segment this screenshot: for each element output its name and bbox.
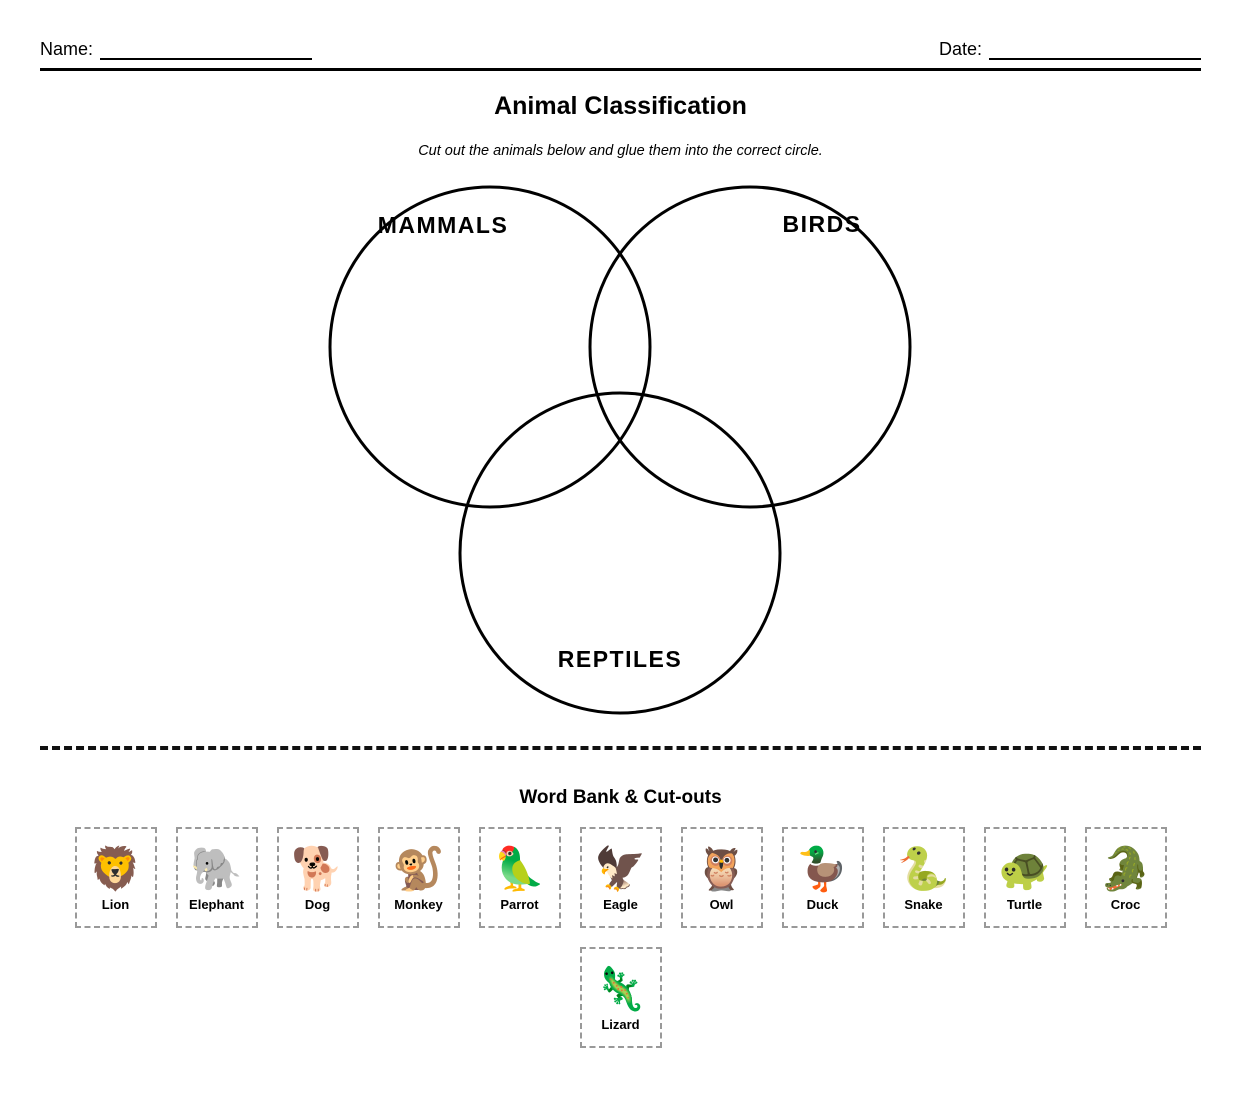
page-title: Animal Classification	[494, 92, 747, 120]
animal-label: Owl	[709, 897, 734, 913]
cutout-card: 🦎 Lizard	[579, 946, 662, 1048]
cut-line	[40, 745, 1201, 750]
animal-label: Elephant	[189, 897, 244, 913]
snake-emoji-icon: 🐍	[897, 844, 950, 894]
name-field: Name:	[40, 38, 313, 60]
name-blank-line	[100, 38, 313, 60]
cutout-card: 🦁 Lion	[74, 826, 157, 928]
lizard-emoji-icon: 🦎	[594, 964, 647, 1014]
animal-label: Croc	[1110, 897, 1141, 913]
animal-label: Eagle	[603, 897, 638, 913]
reptiles-circle-label: REPTILES	[558, 646, 682, 672]
cutout-card: 🐘 Elephant	[175, 826, 258, 928]
cutout-card: 🦜 Parrot	[478, 826, 561, 928]
cutout-card: 🦆 Duck	[781, 826, 864, 928]
dog-emoji-icon: 🐕	[291, 844, 344, 894]
owl-emoji-icon: 🦉	[695, 844, 748, 894]
reptiles-circle	[458, 391, 782, 715]
date-field: Date:	[939, 38, 1201, 60]
date-label: Date:	[938, 39, 982, 59]
duck-emoji-icon: 🦆	[796, 844, 849, 894]
animal-label: Dog	[304, 897, 331, 913]
cutout-card: 🐍 Snake	[882, 826, 965, 928]
instructions-text: Cut out the animals below and glue them …	[418, 143, 823, 159]
animal-label: Snake	[904, 897, 943, 913]
cutout-card: 🦉 Owl	[680, 826, 763, 928]
animal-label: Monkey	[394, 897, 443, 913]
eagle-emoji-icon: 🦅	[594, 844, 647, 894]
header-divider	[40, 68, 1201, 71]
turtle-emoji-icon: 🐢	[998, 844, 1051, 894]
mammals-circle	[328, 185, 652, 509]
cutout-card: 🦅 Eagle	[579, 826, 662, 928]
cutout-card: 🐊 Croc	[1084, 826, 1167, 928]
animal-label: Duck	[806, 897, 839, 913]
venn-diagram: MAMMALS BIRDS REPTILES	[328, 185, 912, 715]
parrot-emoji-icon: 🦜	[493, 844, 546, 894]
birds-circle	[588, 185, 912, 509]
animal-label: Lizard	[601, 1017, 640, 1033]
name-label: Name:	[40, 39, 94, 59]
word-bank-heading: Word Bank & Cut-outs	[519, 786, 722, 808]
animal-label: Turtle	[1006, 897, 1043, 913]
cutout-card: 🐢 Turtle	[983, 826, 1066, 928]
header: Name: Date:	[40, 0, 1201, 60]
date-blank-line	[989, 38, 1201, 60]
lion-emoji-icon: 🦁	[89, 844, 142, 894]
mammals-circle-label: MAMMALS	[378, 212, 509, 238]
crocodile-emoji-icon: 🐊	[1099, 844, 1152, 894]
elephant-emoji-icon: 🐘	[190, 844, 243, 894]
animal-label: Parrot	[500, 897, 539, 913]
cutout-card: 🐕 Dog	[276, 826, 359, 928]
animal-label: Lion	[101, 897, 130, 913]
word-bank-cards: 🦁 Lion 🐘 Elephant 🐕 Dog 🐒 Monkey 🦜 Parro…	[44, 826, 1197, 1048]
birds-circle-label: BIRDS	[782, 211, 861, 237]
monkey-emoji-icon: 🐒	[392, 844, 445, 894]
cutout-card: 🐒 Monkey	[377, 826, 460, 928]
